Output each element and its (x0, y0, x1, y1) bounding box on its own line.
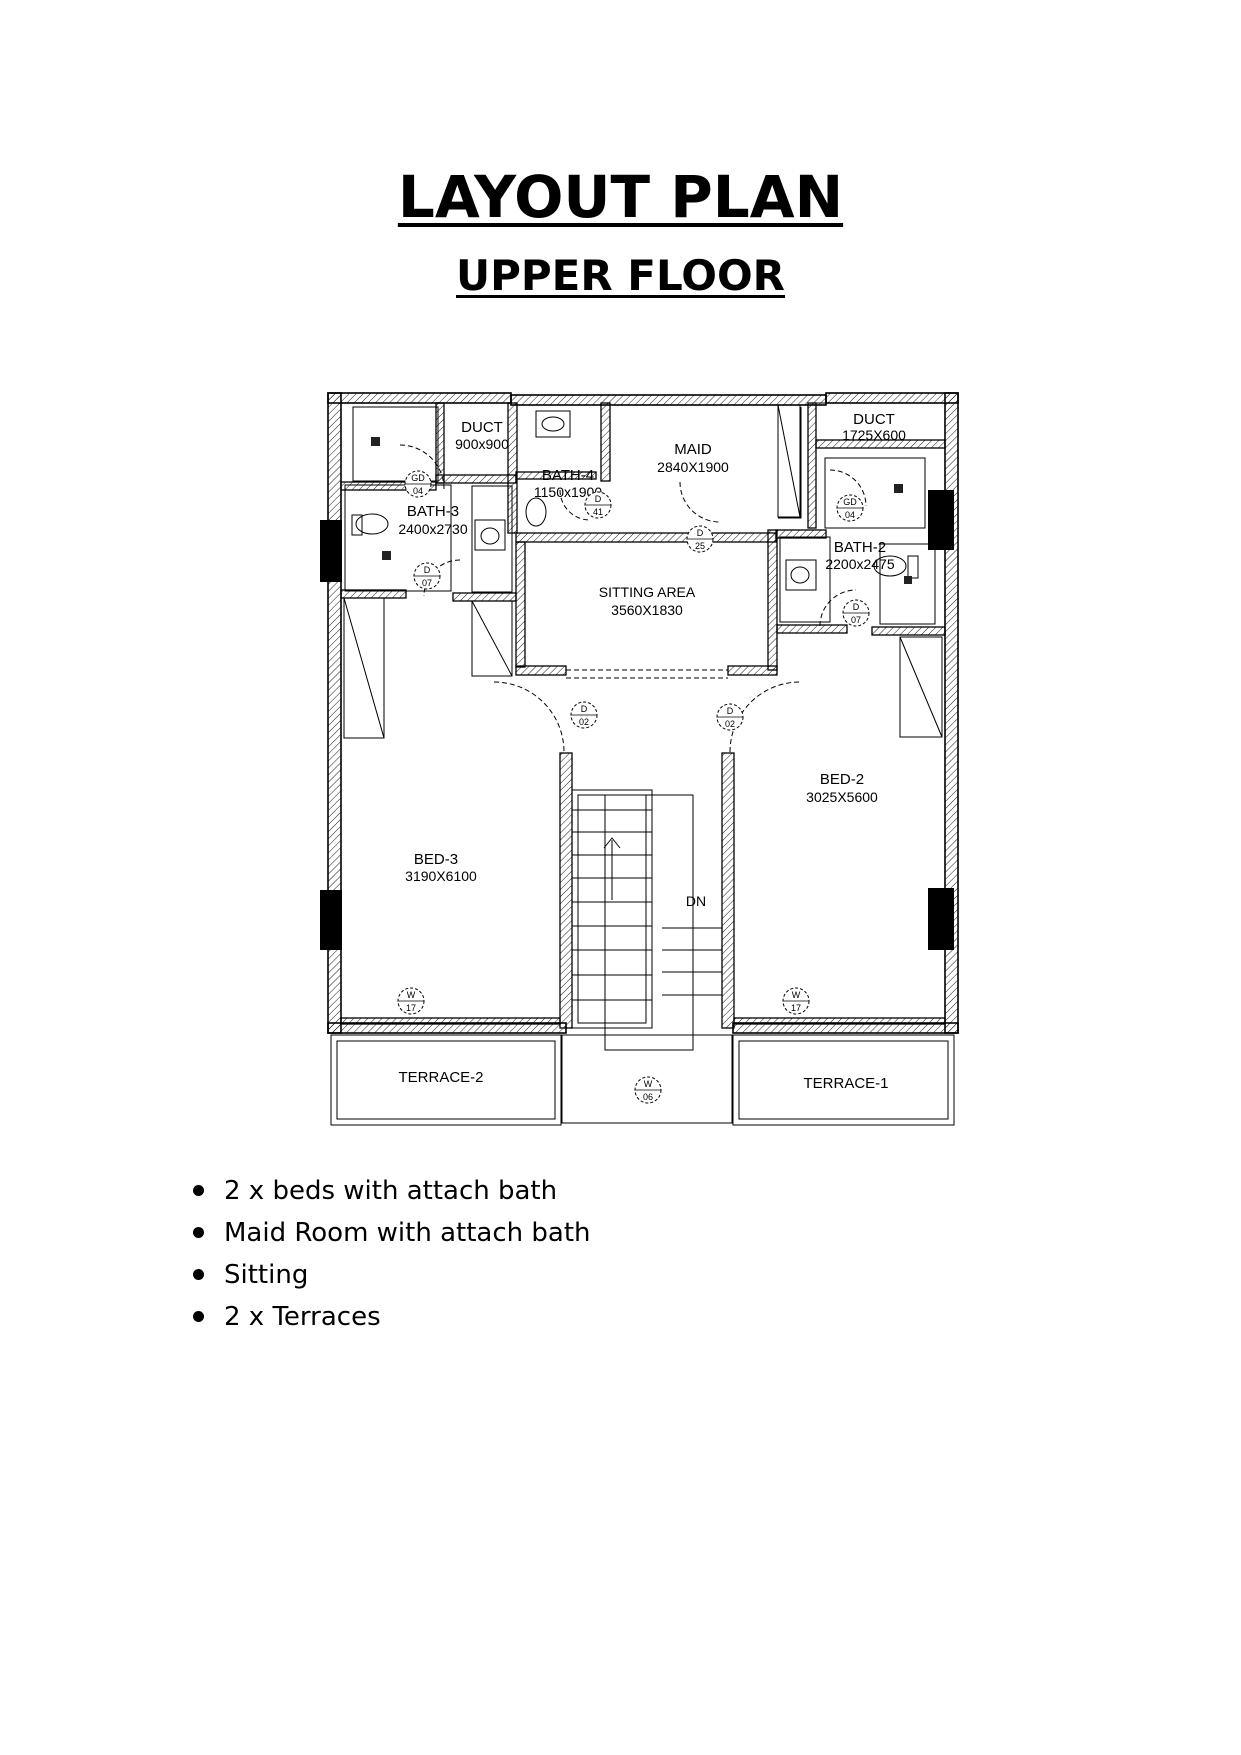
tag-gd04a-code: GD (411, 473, 425, 483)
room-size-bath2: 2200x2475 (825, 556, 895, 572)
tag-w17a: W 17 (397, 987, 425, 1015)
list-item: Sitting (188, 1254, 591, 1296)
room-name-terrace1: TERRACE-1 (803, 1075, 888, 1092)
tag-gd04a: GD 04 (404, 470, 432, 498)
tag-d02a: D 02 (570, 701, 598, 729)
terraces (330, 1034, 955, 1126)
duct-shafts (443, 402, 946, 519)
tag-d41-code: D (595, 494, 602, 504)
tag-d07a: D 07 (413, 562, 441, 590)
tag-gd04b-num: 04 (845, 510, 855, 520)
room-name-bath3: BATH-3 (407, 503, 459, 520)
tag-gd04a-num: 04 (413, 486, 423, 496)
stair-dn-label: DN (686, 893, 706, 909)
page-title: LAYOUT PLAN (0, 162, 1241, 232)
tag-d41: D 41 (584, 491, 612, 519)
tag-w06: W 06 (634, 1076, 662, 1104)
tag-gd04b: GD 04 (836, 494, 864, 522)
tag-d02b-num: 02 (725, 719, 735, 729)
tag-w17b-code: W (792, 990, 801, 1000)
tag-d25: D 25 (686, 525, 714, 553)
tag-w17b-num: 17 (791, 1003, 801, 1013)
tag-gd04b-code: GD (843, 497, 857, 507)
room-size-bath4: 1150x1900 (534, 484, 602, 500)
room-size-maid: 2840X1900 (657, 459, 729, 475)
window-blocks (320, 490, 954, 950)
room-name-bath2: BATH-2 (834, 539, 886, 556)
bath-fixtures (344, 406, 936, 625)
tag-w06-num: 06 (643, 1092, 653, 1102)
tag-w17b: W 17 (782, 987, 810, 1015)
tag-d25-code: D (697, 528, 704, 538)
room-size-duct2: 1725X600 (842, 427, 906, 443)
staircase (571, 789, 722, 1051)
tag-d02a-code: D (581, 704, 588, 714)
list-item: 2 x beds with attach bath (188, 1170, 591, 1212)
title-text: LAYOUT PLAN (397, 163, 844, 231)
floor-drains (371, 437, 912, 584)
opening-tags: GD 04 D 07 D 41 D 25 GD 04 (397, 470, 870, 1104)
room-name-duct2: DUCT (853, 411, 895, 428)
room-size-sitting: 3560X1830 (611, 602, 683, 618)
feature-list: 2 x beds with attach bath Maid Room with… (188, 1170, 591, 1338)
subtitle-text: UPPER FLOOR (455, 251, 786, 300)
room-name-maid: MAID (674, 441, 712, 458)
tag-d02a-num: 02 (579, 717, 589, 727)
room-size-bed2: 3025X5600 (806, 789, 878, 805)
page-subtitle: UPPER FLOOR (0, 250, 1241, 302)
tag-w17a-code: W (407, 990, 416, 1000)
wardrobes (343, 404, 943, 739)
room-size-bath3: 2400x2730 (398, 521, 468, 537)
tag-d02b: D 02 (716, 703, 744, 731)
tag-w17a-num: 17 (406, 1003, 416, 1013)
tag-d07b: D 07 (842, 599, 870, 627)
room-size-duct1: 900x900 (455, 436, 509, 452)
tag-d25-num: 25 (695, 541, 705, 551)
room-name-duct1: DUCT (461, 419, 503, 436)
list-item: 2 x Terraces (188, 1296, 591, 1338)
door-swings (399, 444, 867, 753)
room-labels: DUCT 900x900 BATH-4 1150x1900 MAID 2840X… (398, 411, 906, 1092)
room-name-sitting: SITTING AREA (599, 584, 696, 600)
tag-d07a-num: 07 (422, 578, 432, 588)
list-item: Maid Room with attach bath (188, 1212, 591, 1254)
tag-w06-code: W (644, 1079, 653, 1089)
room-name-bath4: BATH-4 (542, 467, 594, 484)
interior-walls (340, 402, 946, 1029)
tag-d41-num: 41 (593, 507, 603, 517)
room-name-bed2: BED-2 (820, 771, 864, 788)
room-name-terrace2: TERRACE-2 (398, 1069, 483, 1086)
tag-d07a-code: D (424, 565, 431, 575)
room-size-bed3: 3190X6100 (405, 868, 477, 884)
room-name-bed3: BED-3 (414, 851, 458, 868)
tag-d07b-code: D (853, 602, 860, 612)
tag-d07b-num: 07 (851, 615, 861, 625)
tag-d02b-code: D (727, 706, 734, 716)
